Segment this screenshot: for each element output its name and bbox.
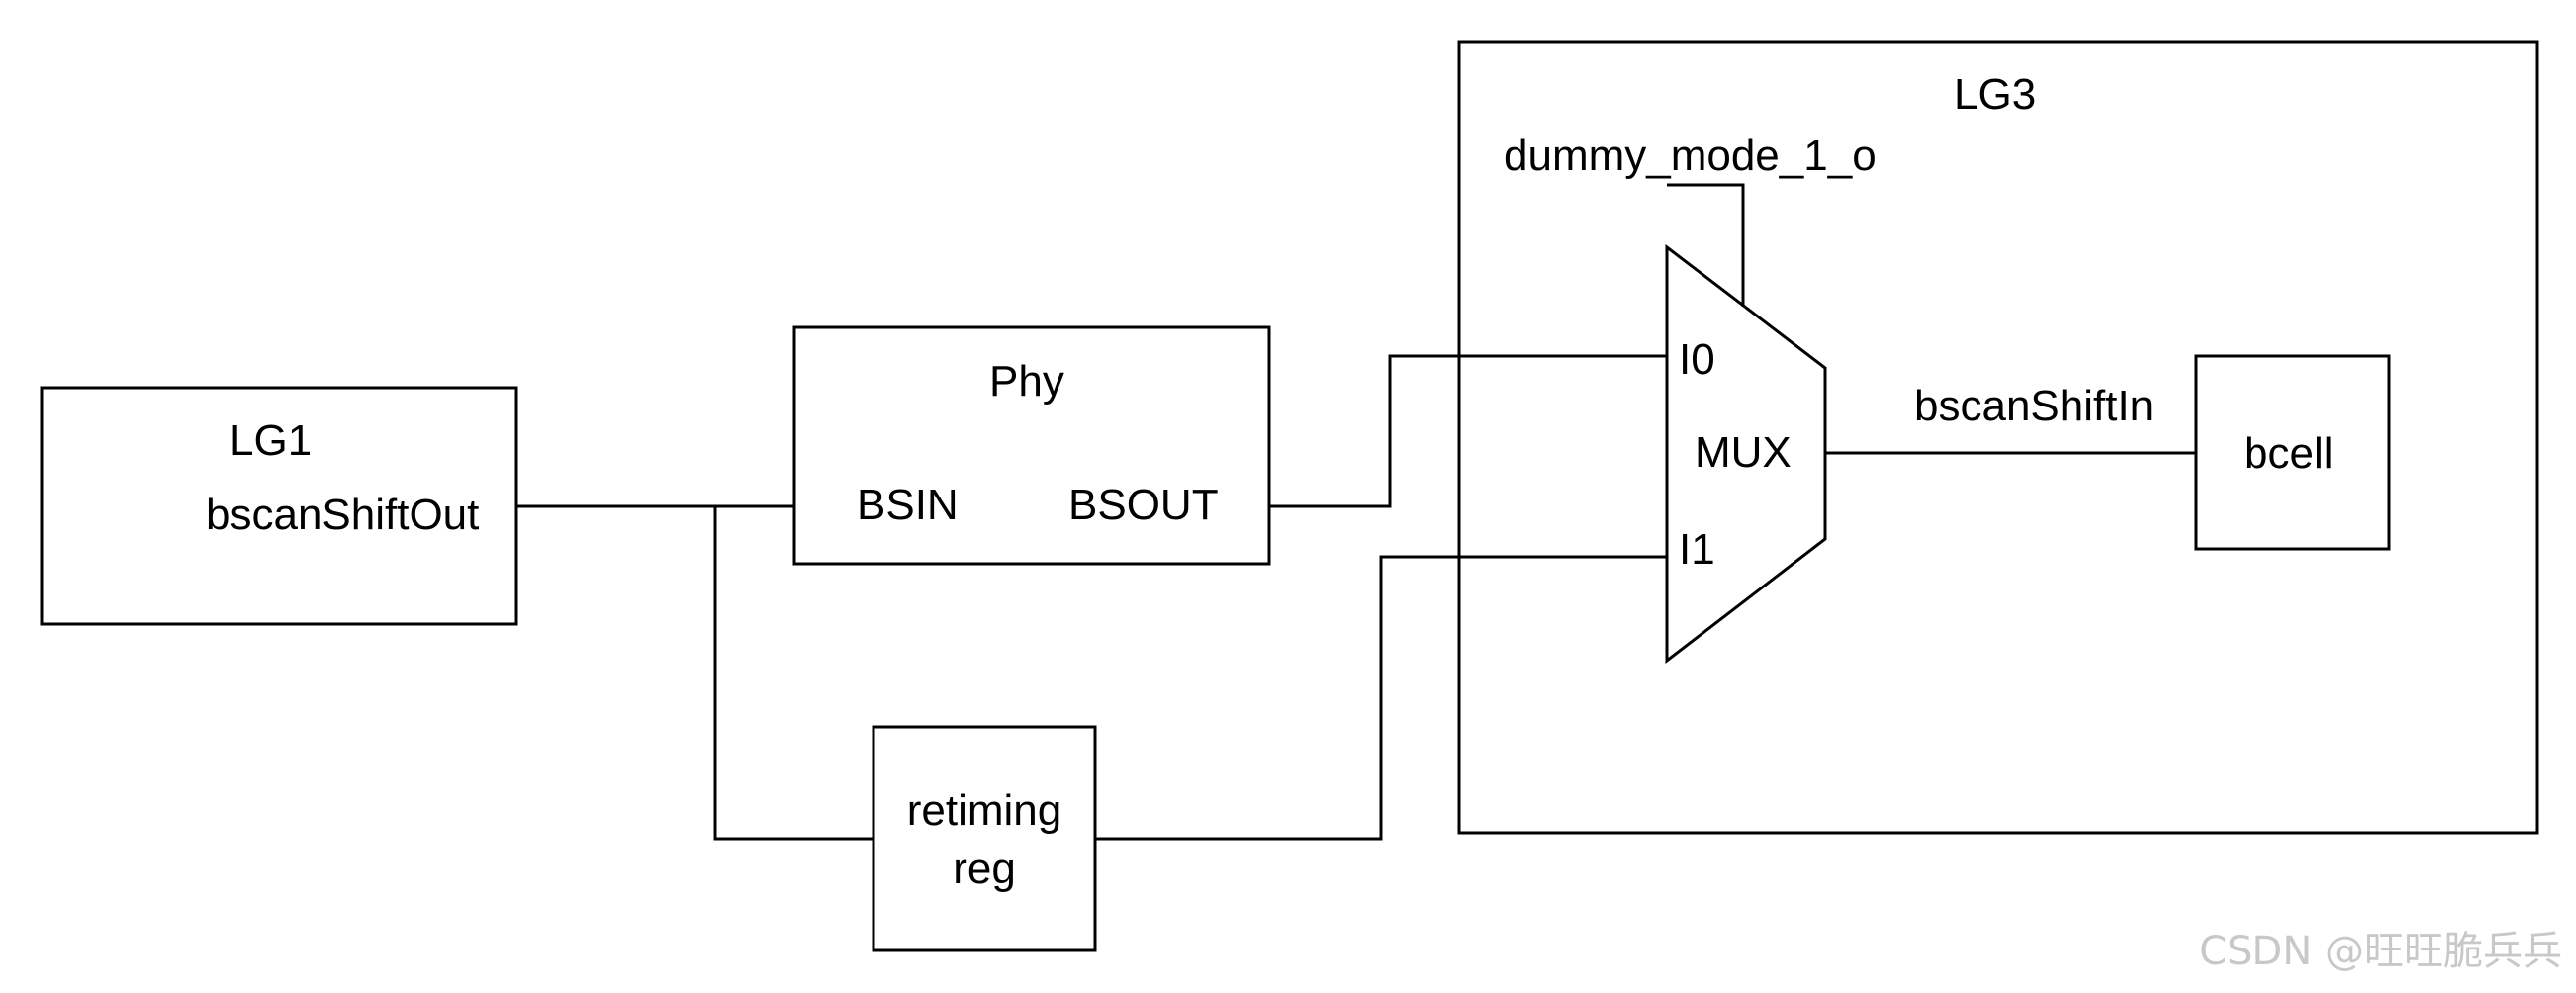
wire-phy-to-mux-i0	[1269, 354, 1667, 508]
retiming-reg-label-line1: retiming	[907, 786, 1062, 835]
wires	[516, 183, 2196, 841]
mux-input-i0: I0	[1679, 335, 1715, 384]
mux-select-signal-label: dummy_mode_1_o	[1504, 132, 1877, 180]
mux-shape	[1665, 243, 1827, 665]
lg3-box	[1457, 40, 2539, 835]
phy-port-bsout: BSOUT	[1068, 481, 1219, 529]
lg1-title: LG1	[230, 416, 312, 465]
lg3-block: LG3 dummy_mode_1_o	[1457, 40, 2539, 835]
lg1-block: LG1 bscanShiftOut	[40, 386, 518, 626]
phy-block: Phy BSIN BSOUT	[792, 325, 1271, 566]
bcell-port-bscan-shift-in: bscanShiftIn	[1914, 382, 2154, 430]
retiming-reg-block: retiming reg	[872, 725, 1097, 952]
wire-select-to-mux	[1667, 183, 1745, 307]
phy-title: Phy	[989, 357, 1064, 406]
wire-retiming-to-mux-i1	[1095, 555, 1667, 841]
retiming-reg-label-line2: reg	[953, 845, 1016, 893]
wire-branch-to-retiming	[713, 506, 874, 841]
bcell-title: bcell	[2244, 429, 2334, 478]
watermark-text: CSDN @旺旺脆兵兵	[2199, 929, 2562, 974]
mux-title: MUX	[1695, 428, 1792, 477]
phy-box	[792, 325, 1271, 566]
retiming-reg-box	[872, 725, 1097, 952]
mux-input-i1: I1	[1679, 525, 1715, 574]
lg3-title: LG3	[1954, 70, 2036, 119]
lg1-port-bscan-shift-out: bscanShiftOut	[206, 491, 479, 539]
phy-port-bsin: BSIN	[857, 481, 959, 529]
mux-block: MUX I0 I1	[1665, 243, 1827, 665]
